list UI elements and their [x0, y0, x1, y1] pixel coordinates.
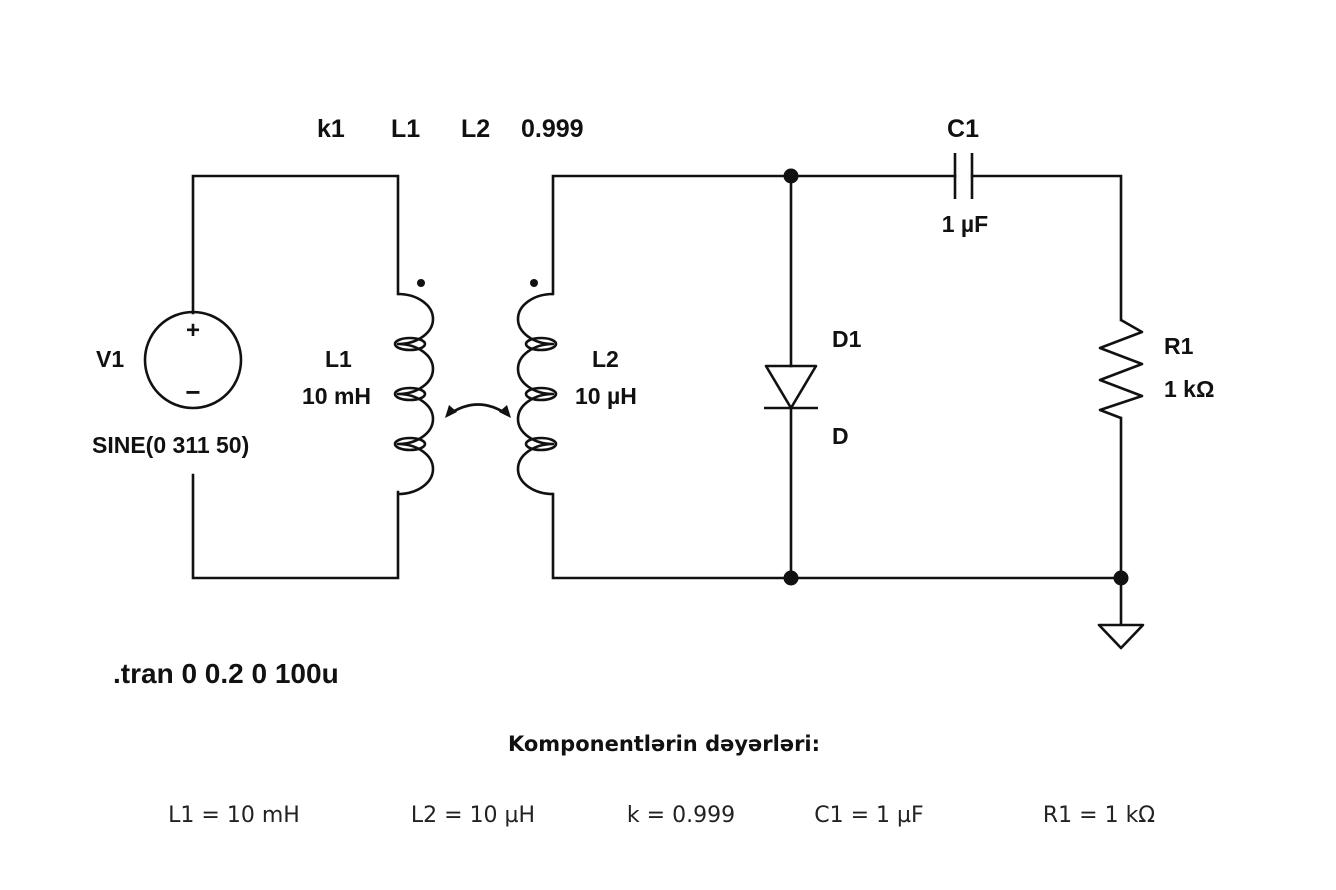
inductor-l1-loop — [393, 386, 427, 402]
resistor-zigzag — [1098, 318, 1144, 420]
l2-name: L2 — [592, 346, 619, 372]
value-item: k = 0.999 — [627, 803, 735, 828]
directive-l2: L2 — [461, 115, 490, 143]
secondary-wires — [551, 174, 1123, 626]
directive-k-name: k1 — [317, 115, 345, 143]
r1-name: R1 — [1164, 333, 1194, 359]
l2-value: 10 µH — [575, 383, 637, 409]
plus-sign: + — [186, 317, 200, 344]
inductor-l2-loop — [524, 336, 558, 352]
inductor-l1-loop — [393, 336, 427, 352]
resistor-r1: R1 1 kΩ — [1098, 318, 1214, 420]
c1-name: C1 — [947, 115, 979, 143]
d1-name: D1 — [832, 326, 862, 352]
polarity-dot-l1 — [417, 279, 425, 287]
value-item: C1 = 1 µF — [814, 803, 923, 828]
coupling-arc — [447, 403, 509, 417]
voltage-source-v1: + − V1 SINE(0 311 50) — [92, 310, 249, 458]
directive-l1: L1 — [391, 115, 420, 143]
inductor-l2: L2 10 µH — [516, 279, 637, 496]
inductor-l2-loop — [524, 436, 558, 452]
primary-wires — [191, 174, 400, 580]
inductor-l2-coil — [516, 292, 555, 496]
d1-model: D — [832, 423, 849, 449]
wire-capacitor-right — [970, 174, 1123, 322]
wire-primary-bottom — [191, 473, 400, 580]
c1-value: 1 µF — [942, 211, 988, 237]
directive-k-value: 0.999 — [521, 115, 584, 143]
value-item: L2 = 10 µH — [411, 803, 535, 828]
wire-secondary-top — [551, 174, 957, 296]
inductor-l1-coil — [396, 292, 435, 496]
junction-dot — [783, 570, 799, 586]
coupling-arrowhead-right — [499, 405, 511, 418]
value-item: R1 = 1 kΩ — [1043, 803, 1155, 828]
diode-d1: D1 D — [764, 326, 862, 449]
component-values-panel: Komponentlərin dəyərləri: L1 = 10 mH L2 … — [168, 732, 1155, 828]
simulation-command: .tran 0 0.2 0 100u — [113, 658, 339, 689]
coupling-arrow — [445, 403, 511, 418]
voltage-source-body — [143, 310, 243, 410]
wire-secondary-bottom — [551, 492, 1123, 580]
minus-sign: − — [185, 377, 200, 407]
inductor-l1: L1 10 mH — [302, 279, 435, 496]
l1-value: 10 mH — [302, 383, 371, 409]
l1-name: L1 — [325, 346, 352, 372]
r1-value: 1 kΩ — [1164, 376, 1214, 402]
polarity-dot-l2 — [530, 279, 538, 287]
values-title: Komponentlərin dəyərləri: — [508, 732, 820, 756]
inductor-l2-loop — [524, 386, 558, 402]
value-item: L1 = 10 mH — [168, 803, 300, 828]
wire-primary-top — [191, 174, 400, 315]
coupling-directive: k1 L1 L2 0.999 — [317, 115, 584, 143]
junction-dots — [783, 168, 1129, 586]
capacitor-c1: C1 1 µF — [942, 115, 988, 237]
junction-dot — [1113, 570, 1129, 586]
v1-value: SINE(0 311 50) — [92, 432, 249, 458]
inductor-l1-loop — [393, 436, 427, 452]
v1-name: V1 — [96, 346, 124, 372]
ground-icon — [1097, 623, 1145, 650]
junction-dot — [783, 168, 799, 184]
coupling-arrowhead-left — [445, 405, 457, 418]
diode-triangle — [764, 364, 818, 410]
